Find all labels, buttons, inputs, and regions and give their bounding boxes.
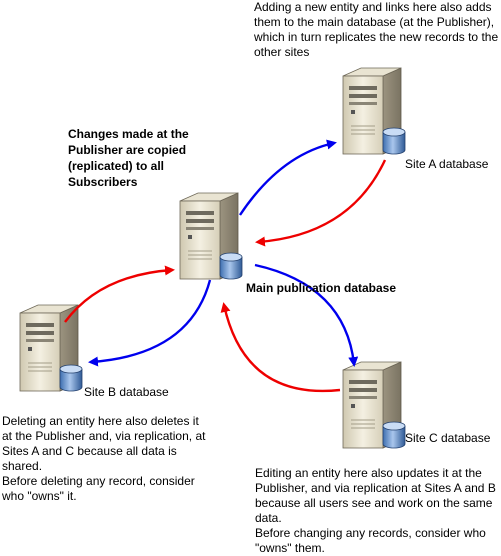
note-publisher-replication: Changes made at the Publisher are copied… xyxy=(68,127,189,189)
note-site-b-deleting: Deleting an entity here also deletes it … xyxy=(2,414,206,503)
site-a-label: Site A database xyxy=(405,157,489,171)
site-b-server-icon xyxy=(19,304,83,392)
note-site-a-adding: Adding a new entity and links here also … xyxy=(254,0,499,59)
replication-arrow-publisher-to-site-b xyxy=(88,279,212,367)
replication-arrow-site-a-to-publisher xyxy=(255,159,387,247)
publisher-label: Main publication database xyxy=(246,281,397,295)
site-c-server-icon xyxy=(342,361,406,449)
replication-arrow-site-c-to-publisher xyxy=(220,302,341,393)
note-site-c-editing: Editing an entity here also updates it a… xyxy=(255,466,496,555)
replication-arrow-publisher-to-site-a xyxy=(239,139,337,216)
replication-arrow-site-b-to-publisher xyxy=(64,265,175,323)
site-b-label: Site B database xyxy=(84,385,169,399)
site-a-server-icon xyxy=(342,67,406,155)
replication-arrow-publisher-to-site-c xyxy=(254,263,359,367)
site-c-label: Site C database xyxy=(405,431,491,445)
publisher-server-icon xyxy=(179,192,243,280)
